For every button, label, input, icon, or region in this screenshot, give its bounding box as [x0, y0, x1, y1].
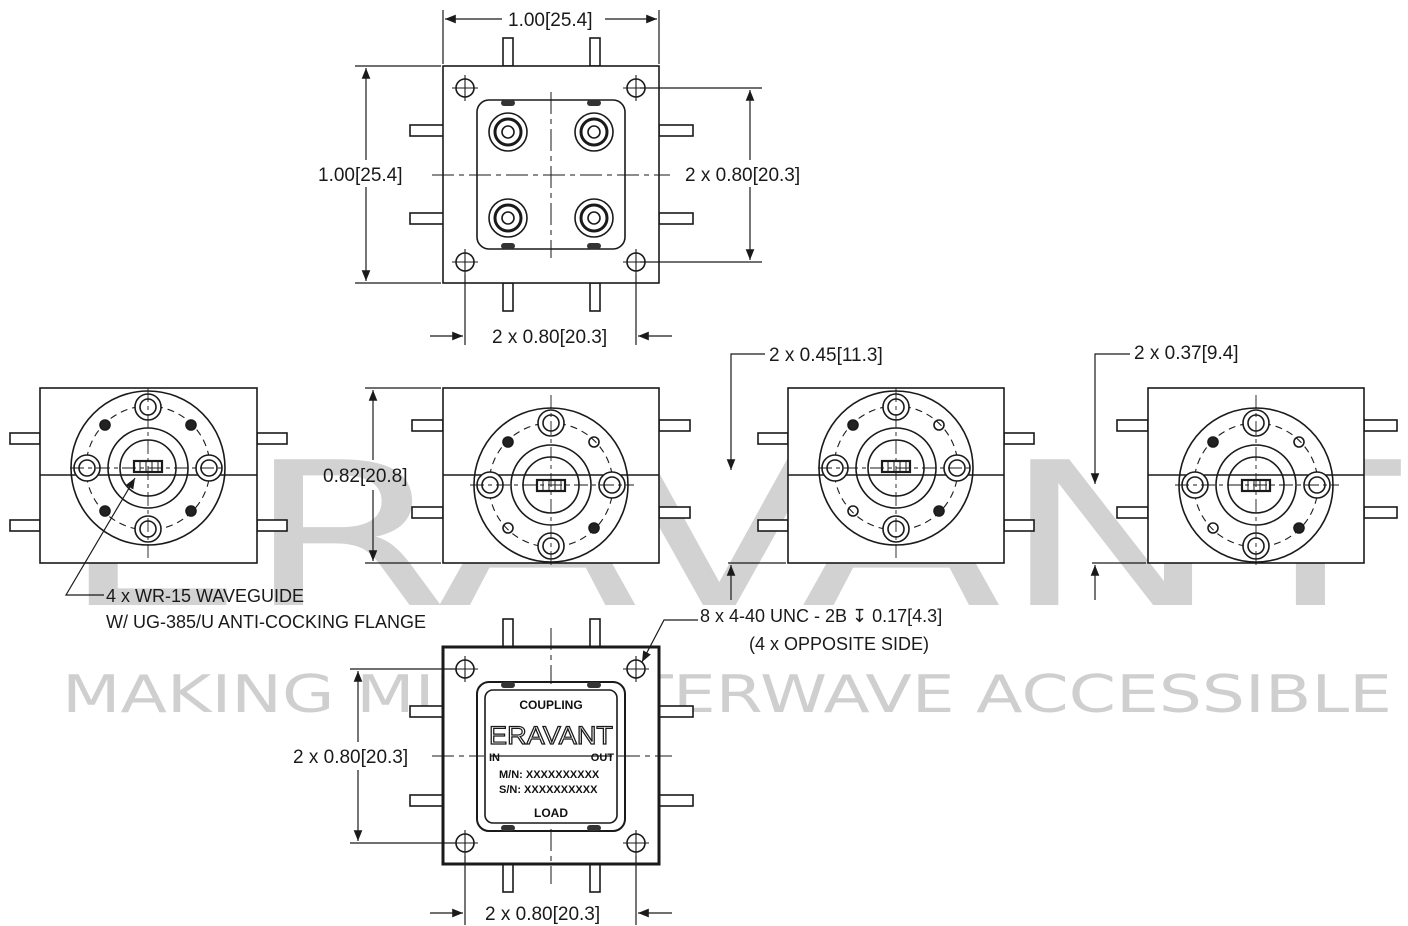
waveguide-note-line1: 4 x WR-15 WAVEGUIDE: [106, 586, 304, 606]
side-view-3: [757, 387, 1035, 564]
side-view-4: [1116, 387, 1398, 565]
bottom-left-spacing-label: 2 x 0.80[20.3]: [293, 747, 408, 768]
label-in: IN: [489, 752, 500, 764]
notes: 4 x WR-15 WAVEGUIDE W/ UG-385/U ANTI-COC…: [106, 586, 942, 654]
bottom-bottom-spacing-label: 2 x 0.80[20.3]: [485, 904, 600, 925]
label-coupling: COUPLING: [519, 698, 582, 712]
top-height-dimension-label: 1.00[25.4]: [318, 165, 403, 186]
bottom-view-dimensions: [350, 619, 698, 925]
label-serial-number: S/N: XXXXXXXXXX: [499, 784, 598, 796]
top-bottom-spacing-label: 2 x 0.80[20.3]: [492, 327, 607, 348]
thread-note-line2: (4 x OPPOSITE SIDE): [749, 634, 929, 654]
side-view-1: [9, 387, 288, 564]
side-height-dimension: [365, 387, 441, 564]
dimension-labels: 1.00[25.4] 1.00[25.4] 2 x 0.80[20.3] 2 x…: [293, 10, 1239, 925]
watermark-tagline: MAKING MILLIMETERWAVE ACCESSIBLE: [62, 665, 1392, 725]
side-view-2: [411, 387, 691, 565]
label-brand: ERAVANT: [489, 722, 613, 750]
top-view: [409, 37, 694, 312]
label-out: OUT: [591, 752, 615, 764]
label-model-number: M/N: XXXXXXXXXX: [499, 769, 600, 781]
waveguide-leader: [64, 477, 136, 596]
offset-b-dimension: [1090, 353, 1146, 600]
offset-a-dimension: [726, 353, 786, 600]
label-plate: COUPLING ERAVANT IN OUT M/N: XXXXXXXXXX …: [488, 698, 615, 820]
side-height-label: 0.82[20.8]: [323, 466, 408, 487]
waveguide-note-line2: W/ UG-385/U ANTI-COCKING FLANGE: [106, 612, 426, 632]
offset-a-label: 2 x 0.45[11.3]: [769, 345, 883, 366]
bottom-view: [409, 618, 694, 893]
top-width-dimension-label: 1.00[25.4]: [508, 10, 593, 31]
thread-note-line1: 8 x 4-40 UNC - 2B ↧ 0.17[4.3]: [700, 606, 942, 626]
offset-b-label: 2 x 0.37[9.4]: [1134, 343, 1239, 364]
top-view-dimensions: [355, 10, 762, 345]
top-right-spacing-label: 2 x 0.80[20.3]: [685, 165, 800, 186]
top-socket-screws: [488, 100, 614, 249]
label-load: LOAD: [534, 806, 568, 820]
